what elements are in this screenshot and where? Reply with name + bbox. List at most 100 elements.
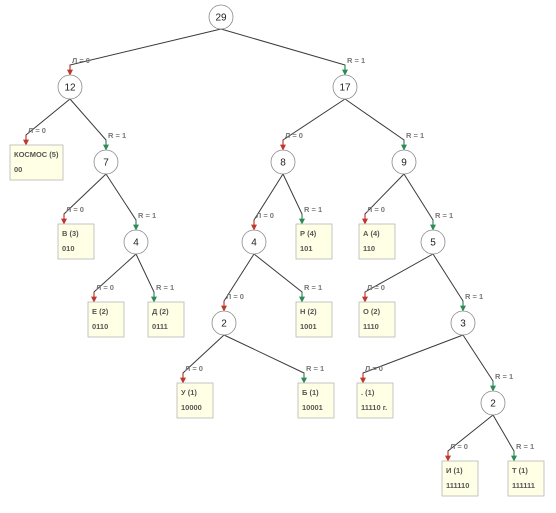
- leaf-node-d: Д (2)0111: [147, 301, 185, 338]
- node-weight: 4: [133, 238, 139, 249]
- leaf-node-v: В (3) 010: [57, 223, 95, 260]
- edge-line: [362, 173, 405, 225]
- edge-label: Л = 0: [226, 292, 244, 301]
- edge-line: [69, 98, 109, 151]
- leaf-code: 0110: [92, 322, 108, 331]
- edge-n12-kosmos: Л = 0: [23, 98, 71, 146]
- leaf-code: 111110: [446, 481, 469, 490]
- edge-label: R = 1: [306, 364, 324, 373]
- edge-label: R = 1: [347, 56, 365, 65]
- edge-label: Л = 0: [450, 442, 468, 451]
- tree-node-n7: 7: [93, 149, 119, 175]
- edge-label: Л = 0: [66, 205, 84, 214]
- edge-n3-dot: Л = 0: [360, 334, 464, 384]
- tree-node-n9: 9: [391, 149, 417, 175]
- leaf-box: [57, 223, 95, 260]
- leaf-node-n: Н (2) 1001: [295, 301, 333, 338]
- edge-n2a-b: R = 1: [223, 334, 324, 384]
- leaf-symbol: КОСМОС (5): [14, 150, 59, 159]
- edge-line: [91, 253, 137, 303]
- edge-line: [445, 414, 494, 462]
- edge-label: Л = 0: [367, 283, 385, 292]
- tree-node-n5: 5: [420, 229, 446, 255]
- leaf-node-kosmos: КОСМОС (5)00: [9, 144, 64, 181]
- node-circle: [391, 149, 417, 175]
- node-circle: [450, 310, 476, 336]
- leaf-symbol: Т (1): [512, 466, 528, 475]
- tree-node-n17: 17: [332, 74, 358, 100]
- leaf-code: 10001: [302, 403, 323, 412]
- leaf-symbol: Р (4): [300, 229, 317, 238]
- edge-n2a-u: Л = 0: [180, 334, 225, 384]
- leaf-code: 1001: [300, 322, 317, 331]
- edge-n17-n8: Л = 0: [280, 98, 346, 151]
- edge-n9-n5: R = 1: [403, 173, 453, 231]
- node-weight: 29: [215, 13, 227, 24]
- edge-n5-o: Л = 0: [362, 253, 434, 303]
- node-circle: [208, 4, 234, 30]
- edge-line: [221, 253, 255, 312]
- edge-line: [344, 98, 407, 151]
- edge-n2b-t: R = 1: [492, 414, 534, 462]
- leaf-symbol: Д (2): [152, 307, 169, 316]
- leaf-node-o: О (2) 1110: [358, 301, 396, 338]
- leaf-node-a: А (4)110: [358, 223, 396, 260]
- edge-label: R = 1: [495, 372, 513, 381]
- edge-n9-a: Л = 0: [362, 173, 405, 225]
- edge-n4a-d: R = 1: [135, 253, 174, 303]
- node-circle: [480, 390, 506, 416]
- leaf-node-e: Е (2)0110: [87, 301, 125, 338]
- edge-line: [61, 173, 107, 225]
- leaf-code: 010: [62, 244, 75, 253]
- tree-node-n4b: 4: [241, 229, 267, 255]
- edge-line: [360, 334, 464, 384]
- edge-label: Л = 0: [256, 211, 274, 220]
- node-weight: 17: [339, 83, 351, 94]
- leaf-code: 10000: [181, 403, 202, 412]
- tree-node-n2a: 2: [211, 310, 237, 336]
- edge-line: [462, 334, 496, 392]
- edge-line: [432, 253, 466, 312]
- edge-label: R = 1: [465, 292, 483, 301]
- edge-label: R = 1: [156, 283, 174, 292]
- edge-line: [180, 334, 225, 384]
- edge-n8-r: R = 1: [282, 173, 322, 225]
- leaf-symbol: У (1): [181, 388, 197, 397]
- edge-label: Л = 0: [28, 126, 46, 135]
- edge-label: Л = 0: [367, 205, 385, 214]
- tree-node-n29: 29: [208, 4, 234, 30]
- leaf-symbol: Б (1): [302, 388, 319, 397]
- leaf-symbol: И (1): [446, 466, 463, 475]
- leaf-box: [356, 382, 394, 419]
- leaf-node-t: Т (1)111111: [507, 460, 545, 497]
- leaf-code: 1110: [363, 322, 379, 331]
- edge-n3-n2b: R = 1: [462, 334, 513, 392]
- node-circle: [270, 149, 296, 175]
- node-circle: [420, 229, 446, 255]
- node-weight: 2: [221, 319, 227, 330]
- tree-node-n2b: 2: [480, 390, 506, 416]
- leaf-symbol: . (1): [361, 388, 375, 397]
- leaf-node-u: У (1) 10000: [176, 382, 214, 419]
- leaf-node-b: Б (1) 10001: [297, 382, 335, 419]
- node-weight: 3: [460, 319, 466, 330]
- edge-line: [220, 28, 348, 76]
- edge-line: [135, 253, 157, 303]
- edge-label: R = 1: [108, 131, 126, 140]
- leaf-box: [295, 301, 333, 338]
- leaf-node-i: И (1) 111110: [441, 460, 479, 497]
- edge-n12-n7: R = 1: [69, 98, 126, 151]
- leaf-symbol: Н (2): [300, 307, 317, 316]
- leaf-symbol: В (3): [62, 229, 79, 238]
- leaf-box: [9, 144, 64, 181]
- leaf-code: 11110 г.: [361, 403, 387, 412]
- leaf-box: [358, 301, 396, 338]
- tree-node-n3: 3: [450, 310, 476, 336]
- edge-line: [282, 173, 305, 225]
- leaf-box: [295, 223, 333, 260]
- node-weight: 2: [490, 399, 496, 410]
- edge-n5-n3: R = 1: [432, 253, 483, 312]
- leaf-symbol: О (2): [363, 307, 381, 316]
- node-weight: 9: [401, 158, 407, 169]
